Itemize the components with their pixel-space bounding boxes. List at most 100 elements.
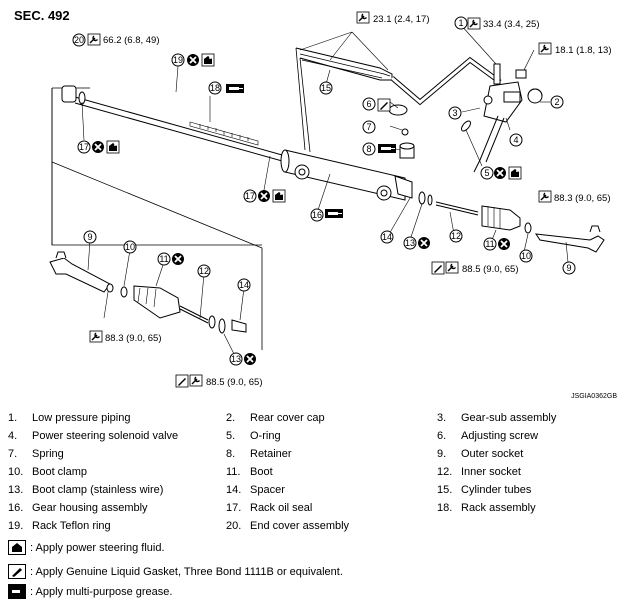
cylinder-tubes [295,47,393,153]
legend-item-name: Cylinder tubes [461,484,532,496]
legend-item-number: 19. [8,520,24,532]
legend-item-name: O-ring [250,430,281,442]
svg-text:5: 5 [484,168,489,178]
svg-text:17: 17 [245,191,255,201]
section-title: SEC. 492 [14,8,70,23]
rear-cover-cap [527,88,543,104]
legend-item-number: 6. [437,430,447,442]
svg-text:11: 11 [159,254,168,264]
legend-item-number: 3. [437,412,447,424]
legend-item-name: Rear cover cap [250,412,325,424]
grease-icon [8,584,26,599]
svg-text:13: 13 [405,238,415,248]
svg-text:3: 3 [452,108,457,118]
torque-18-1: 18.1 (1.8, 13) [555,45,612,56]
legend-item-number: 11. [226,466,241,478]
legend-note-text: : Apply power steering fluid. [30,541,165,554]
svg-text:8: 8 [366,144,371,154]
legend-item-number: 4. [8,430,18,442]
legend-item-name: Adjusting screw [461,430,539,442]
fitting-top-right [515,69,527,79]
svg-text:12: 12 [451,231,461,241]
legend-item-number: 5. [226,430,236,442]
legend-item-name: Inner socket [461,466,521,478]
svg-text:10: 10 [521,251,531,261]
left-tie-rod-group [49,251,247,334]
legend-item-name: Retainer [250,448,292,460]
legend-item-name: Outer socket [461,448,524,460]
legend-item-name: End cover assembly [250,520,350,532]
legend-item-number: 2. [226,412,236,424]
torque-1: 33.4 (3.4, 25) [483,19,540,30]
legend-item-name: Rack oil seal [250,502,313,514]
torque-88-3-right: 88.3 (9.0, 65) [554,193,611,204]
leader-lines [81,23,569,359]
svg-text:7: 7 [366,122,371,132]
right-tie-rod-group [418,191,605,253]
legend-item-number: 8. [226,448,236,460]
legend-item-number: 9. [437,448,447,460]
legend-note-text: : Apply Genuine Liquid Gasket, Three Bon… [30,565,343,578]
svg-text:18: 18 [210,83,220,93]
svg-text:2: 2 [554,97,559,107]
legend-note: : Apply Genuine Liquid Gasket, Three Bon… [8,564,343,579]
legend-item-number: 14. [226,484,242,496]
legend-item-number: 17. [226,502,242,514]
svg-text:9: 9 [566,263,571,273]
legend-item-number: 7. [8,448,18,460]
legend-item-name: Spacer [250,484,285,496]
legend-item-number: 12. [437,466,453,478]
callout-numbers: 1 2 3 4 5 6 7 8 9 10 11 12 13 14 15 16 1… [72,16,576,366]
fluid-icon [8,540,26,555]
legend-item-name: Power steering solenoid valve [32,430,179,442]
legend-note: : Apply power steering fluid. [8,540,165,555]
legend-item-number: 20. [226,520,242,532]
svg-text:14: 14 [382,232,392,242]
torque-20: 66.2 (6.8, 49) [103,35,160,46]
rack-assembly-upper [74,96,301,167]
legend-note: : Apply multi-purpose grease. [8,584,172,599]
svg-text:17: 17 [79,142,89,152]
legend-item-number: 13. [8,484,24,496]
legend-item-name: Spring [32,448,64,460]
svg-text:19: 19 [173,55,183,65]
svg-text:11: 11 [485,239,494,249]
legend-item-number: 1. [8,412,18,424]
svg-text:10: 10 [125,242,135,252]
legend-item-number: 10. [8,466,24,478]
svg-text:12: 12 [199,266,209,276]
legend-item-name: Rack assembly [461,502,536,514]
svg-text:6: 6 [366,99,371,109]
svg-text:1: 1 [458,18,463,28]
exploded-view-diagram: SEC. 492 [14,8,617,400]
o-ring [461,120,471,132]
legend-item-number: 16. [8,502,24,514]
legend-item-number: 18. [437,502,453,514]
adjusting-screw [388,104,408,116]
svg-text:16: 16 [312,210,322,220]
legend-item-name: Boot clamp [32,466,88,478]
legend-item-name: Boot [250,466,273,478]
legend-item-name: Rack Teflon ring [32,520,111,532]
gear-sub-assembly [473,63,523,173]
svg-text:14: 14 [239,280,249,290]
legend-item-number: 15. [437,484,453,496]
legend-item-name: Low pressure piping [32,412,131,424]
legend-item-name: Gear-sub assembly [461,412,557,424]
legend-item-name: Gear housing assembly [32,502,148,514]
svg-text:9: 9 [87,232,92,242]
gear-housing-assembly [280,149,413,201]
torque-88-5-right: 88.5 (9.0, 65) [462,264,519,275]
legend-note-text: : Apply multi-purpose grease. [30,585,173,598]
end-cover-assembly [61,85,86,105]
torque-top: 23.1 (2.4, 17) [373,14,430,25]
legend-item-name: Boot clamp (stainless wire) [32,484,164,496]
image-code: JSGIA0362GB [571,393,617,400]
svg-text:4: 4 [513,135,518,145]
torque-88-5-left: 88.5 (9.0, 65) [206,377,263,388]
svg-text:13: 13 [231,354,241,364]
gasket-icon [8,564,26,579]
svg-text:15: 15 [321,83,331,93]
torque-88-3-left: 88.3 (9.0, 65) [105,333,162,344]
spring [401,128,409,136]
